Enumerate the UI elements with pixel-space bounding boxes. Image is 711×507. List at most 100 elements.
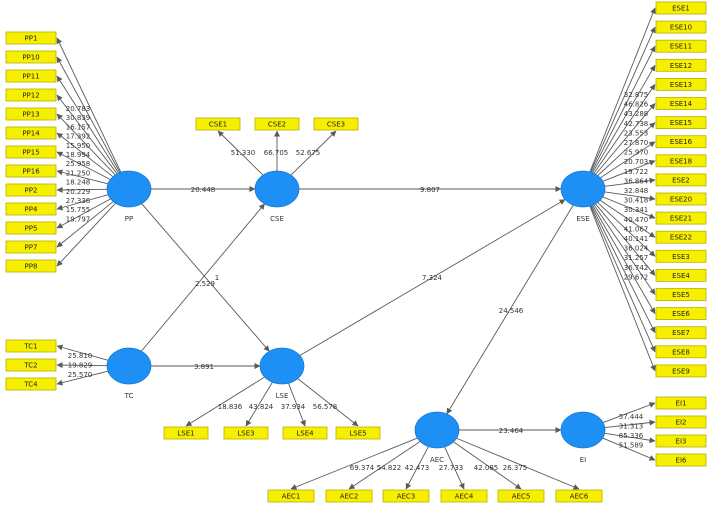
loading-pp-pp16 xyxy=(56,169,109,185)
path-coefficient-lse-ese: 7.324 xyxy=(422,274,443,282)
indicator-ese11: ESE11 xyxy=(655,39,707,53)
loading-pp-pp12 xyxy=(56,94,118,175)
svg-text:ESE8: ESE8 xyxy=(672,348,690,356)
loading-value-aec4: 27.733 xyxy=(439,464,464,472)
loading-ese-ese21 xyxy=(602,196,656,219)
path-coefficient-ese-aec: 24.546 xyxy=(499,307,524,315)
svg-text:PP5: PP5 xyxy=(25,225,38,233)
indicator-ese15: ESE15 xyxy=(655,116,707,129)
loading-value-cse1: 51.330 xyxy=(231,149,256,157)
loading-value-tc2: 19.829 xyxy=(68,362,93,370)
svg-text:PP15: PP15 xyxy=(22,149,39,157)
indicators-layer: PP1PP10PP11PP12PP13PP14PP15PP16PP2PP4PP5… xyxy=(5,1,707,503)
loading-ese-ese13 xyxy=(593,83,656,174)
indicator-pp11: PP11 xyxy=(5,69,57,83)
loading-ese-ese6 xyxy=(592,205,656,315)
indicator-ese12: ESE12 xyxy=(655,58,707,72)
loading-ese-ese20 xyxy=(604,191,656,202)
indicator-ese10: ESE10 xyxy=(655,20,707,34)
loading-ese-ese15 xyxy=(597,122,656,176)
svg-text:LSE1: LSE1 xyxy=(177,430,194,438)
loading-value-cse3: 52.675 xyxy=(296,149,321,157)
path-coefficient-aec-ei: 23.464 xyxy=(499,427,524,435)
svg-text:PP2: PP2 xyxy=(25,187,38,195)
svg-text:ESE14: ESE14 xyxy=(670,100,693,108)
indicator-aec6: AEC6 xyxy=(555,489,603,503)
svg-text:EI6: EI6 xyxy=(676,457,687,465)
latent-label-aec: AEC xyxy=(430,456,444,464)
loading-value-pp8: 19.797 xyxy=(66,215,91,223)
loading-value-ese4: 41.067 xyxy=(624,225,649,233)
loading-value-pp10: 30.839 xyxy=(66,114,91,122)
loading-value-pp5: 27.336 xyxy=(66,197,91,205)
svg-text:ESE7: ESE7 xyxy=(672,329,690,337)
indicator-lse5: LSE5 xyxy=(335,426,381,440)
svg-text:ESE9: ESE9 xyxy=(672,367,690,375)
loading-ese-ese22 xyxy=(599,199,656,238)
svg-text:AEC6: AEC6 xyxy=(570,493,589,501)
loading-value-tc1: 25.810 xyxy=(68,352,93,360)
indicator-ese7: ESE7 xyxy=(655,326,707,340)
svg-text:AEC3: AEC3 xyxy=(397,493,416,501)
svg-text:PP16: PP16 xyxy=(22,168,40,176)
loading-value-ese10: 46.826 xyxy=(624,101,649,109)
loading-value-ese13: 23.553 xyxy=(624,129,649,137)
latent-pp: PP xyxy=(106,170,152,223)
svg-text:LSE4: LSE4 xyxy=(296,430,314,438)
loading-value-ei2: 31.313 xyxy=(619,423,644,431)
path-ese-to-aec xyxy=(446,204,574,415)
loading-aec-aec2 xyxy=(348,441,421,490)
indicator-ese13: ESE13 xyxy=(655,78,707,91)
loading-tc-tc4 xyxy=(56,370,109,386)
indicator-pp8: PP8 xyxy=(5,259,57,273)
indicator-aec2: AEC2 xyxy=(325,489,373,503)
indicator-aec1: AEC1 xyxy=(267,489,315,503)
loading-value-aec3: 42.473 xyxy=(405,464,430,472)
svg-text:PP12: PP12 xyxy=(22,92,39,100)
loading-ese-ese1 xyxy=(589,7,656,173)
loading-ese-ese4 xyxy=(595,203,656,276)
loading-pp-pp4 xyxy=(56,194,109,211)
svg-text:ESE13: ESE13 xyxy=(670,81,692,89)
indicator-pp4: PP4 xyxy=(5,202,57,216)
loading-pp-pp8 xyxy=(56,202,116,267)
loading-value-ese21: 30.418 xyxy=(624,197,649,205)
svg-text:TC4: TC4 xyxy=(23,381,38,389)
indicator-ese3: ESE3 xyxy=(655,249,707,263)
loading-ese-ese3 xyxy=(597,202,656,257)
loading-value-pp1: 20.783 xyxy=(66,105,91,113)
path-coefficient-pp-lse: 1 xyxy=(215,274,219,282)
svg-text:ESE6: ESE6 xyxy=(672,310,690,318)
indicator-pp7: PP7 xyxy=(5,240,57,254)
loading-value-ese6: 36.024 xyxy=(624,245,649,253)
svg-text:ESE16: ESE16 xyxy=(670,138,693,146)
loading-value-aec2: 54.822 xyxy=(377,464,402,472)
loading-pp-pp1 xyxy=(56,37,122,173)
loading-ese-ese11 xyxy=(591,45,656,173)
indicator-ese9: ESE9 xyxy=(655,364,707,378)
path-tc-to-cse xyxy=(141,203,265,352)
indicator-pp10: PP10 xyxy=(5,50,57,64)
svg-text:AEC1: AEC1 xyxy=(282,493,301,501)
svg-text:PP10: PP10 xyxy=(22,54,39,62)
indicator-pp15: PP15 xyxy=(5,145,57,159)
latent-tc: TC xyxy=(106,347,152,400)
loading-cse-cse1 xyxy=(217,130,264,176)
svg-text:LSE5: LSE5 xyxy=(349,430,366,438)
loading-value-ese14: 27.870 xyxy=(624,139,649,147)
indicator-tc4: TC4 xyxy=(5,377,57,391)
loading-pp-pp5 xyxy=(56,198,111,229)
loading-cse-cse3 xyxy=(290,130,337,176)
loading-pp-pp14 xyxy=(56,132,114,178)
latent-ese: ESE xyxy=(560,170,606,223)
indicator-lse4: LSE4 xyxy=(282,426,328,440)
indicator-aec5: AEC5 xyxy=(497,489,545,503)
loading-aec-aec6 xyxy=(456,437,580,490)
svg-text:PP14: PP14 xyxy=(22,130,40,138)
latent-ei: EI xyxy=(560,411,606,464)
indicator-ei6: EI6 xyxy=(655,453,707,467)
